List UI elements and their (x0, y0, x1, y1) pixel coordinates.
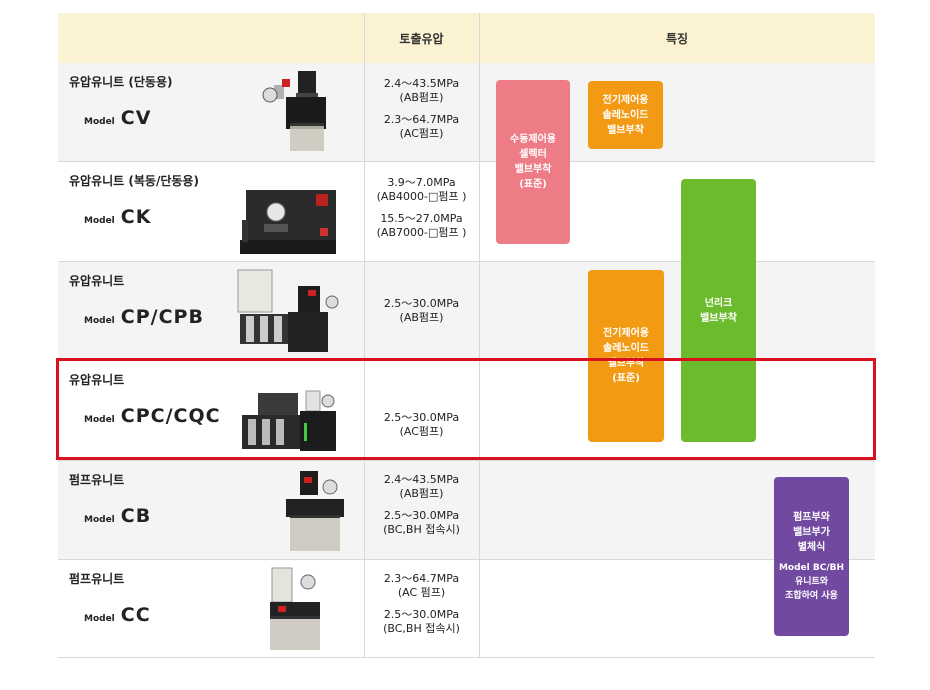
spec-value: 2.4～43.5MPa (383, 473, 460, 486)
feature-text: 펌프부와 (793, 512, 830, 523)
spec-pump: (AB펌프) (399, 487, 444, 500)
spec-pump: (BC,BH 접속시) (383, 523, 460, 536)
spec-pump: (AB4000-□펌프 ) (376, 190, 467, 203)
model-name: CP/CPB (120, 306, 204, 328)
table-row-cb[interactable]: 펌프유니트 Model CB 2.4～43.5MPa(AB펌프) 2.5～30.… (58, 461, 875, 560)
feature-text: (표준) (612, 373, 640, 384)
spec-value: 2.5～30.0MPa (383, 411, 460, 424)
feature-text: 전기제어용 (602, 94, 649, 106)
feature-text: 밸브부가 (793, 527, 830, 538)
model-name: CB (120, 505, 152, 527)
spec-value: 2.5～30.0MPa (383, 608, 460, 621)
model-prefix: Model (84, 415, 115, 425)
feature-subtext-line: 유니트와 (794, 577, 829, 587)
spec-pump: (AB7000-□펌프 ) (376, 226, 467, 239)
row-title: 유압유니트 (단동용) (69, 75, 173, 89)
model-label: Model CPC/CQC (84, 405, 221, 427)
feature-text: 넌리크 (704, 297, 733, 309)
spec-pump: (AC펌프) (399, 425, 444, 438)
row-title: 펌프유니트 (69, 473, 125, 487)
header-features: 특징 (665, 31, 689, 46)
product-image-cp-cpb (237, 269, 339, 352)
feature-text: 전기제어용 (603, 328, 649, 339)
model-label: Model CV (84, 107, 151, 129)
table-row-cv[interactable]: 유압유니트 (단동용) Model CV 2.4～43.5MPa(AB펌프) 2… (58, 63, 875, 162)
product-image-cc (270, 567, 320, 650)
feature-text: 솔레노이드 (602, 109, 649, 121)
product-image-ck (240, 190, 336, 254)
spec-value: 2.3～64.7MPa (383, 113, 460, 126)
feature-text: (표준) (519, 179, 547, 190)
model-name: CK (120, 206, 152, 228)
row-title: 펌프유니트 (69, 572, 125, 586)
feature-text: 밸브부착 (700, 312, 737, 324)
spec-value: 2.5～30.0MPa (383, 509, 460, 522)
feature-subtext-line: Model BC/BH (778, 563, 845, 573)
table-row-cc[interactable]: 펌프유니트 Model CC 2.3～64.7MPa(AC 펌프) 2.5～30… (58, 560, 875, 658)
spec-value: 2.3～64.7MPa (383, 572, 460, 585)
row-title: 유압유니트 (69, 274, 125, 288)
model-label: Model CB (84, 505, 151, 527)
product-image-cv (262, 71, 326, 151)
spec-pump: (AB펌프) (399, 311, 444, 324)
product-image-cb (286, 471, 344, 551)
spec-output-pressure: 2.4～43.5MPa(AB펌프) 2.5～30.0MPa(BC,BH 접속시) (364, 473, 479, 545)
model-prefix: Model (84, 216, 115, 226)
feature-text: 수동제어용 (510, 134, 556, 145)
spec-pump: (AB펌프) (399, 91, 444, 104)
feature-text: 밸브부착 (607, 358, 645, 369)
model-prefix: Model (84, 316, 115, 326)
product-image-cpc-cqc (242, 390, 336, 451)
header-output-pressure: 토출유압 (399, 31, 444, 46)
model-label: Model CP/CPB (84, 306, 204, 328)
column-divider (479, 13, 480, 658)
spec-pump: (BC,BH 접속시) (383, 622, 460, 635)
row-title: 유압유니트 (69, 373, 125, 387)
model-prefix: Model (84, 614, 115, 624)
model-name: CV (120, 107, 152, 129)
model-name: CPC/CQC (120, 405, 221, 427)
row-title: 유압유니트 (복동/단동용) (69, 174, 199, 188)
feature-text: 별체식 (797, 542, 826, 553)
model-label: Model CK (84, 206, 151, 228)
feature-subtext-line: 조합하여 사용 (785, 591, 838, 601)
spec-output-pressure: 2.5～30.0MPa(AB펌프) (364, 297, 479, 333)
spec-value: 15.5～27.0MPa (380, 212, 463, 225)
feature-text: 솔레노이드 (603, 343, 649, 354)
column-divider (364, 13, 365, 658)
feature-text: 밸브부착 (607, 124, 644, 136)
model-name: CC (120, 604, 151, 626)
product-comparison-table: 토출유압 특징 유압유니트 (단동용) Model CV 2.4～43.5MPa… (58, 13, 875, 658)
spec-pump: (AC 펌프) (397, 586, 446, 599)
spec-pump: (AC펌프) (399, 127, 444, 140)
model-label: Model CC (84, 604, 151, 626)
spec-output-pressure: 2.5～30.0MPa(AC펌프) (364, 411, 479, 447)
model-prefix: Model (84, 515, 115, 525)
spec-output-pressure: 3.9～7.0MPa(AB4000-□펌프 ) 15.5～27.0MPa(AB7… (364, 176, 479, 248)
spec-value: 2.4～43.5MPa (383, 77, 460, 90)
feature-text: 밸브부착 (514, 164, 552, 175)
spec-value: 2.5～30.0MPa (383, 297, 460, 310)
feature-text: 셀렉터 (519, 149, 547, 160)
highlight-frame-cpc-cqc (56, 358, 876, 460)
model-prefix: Model (84, 117, 115, 127)
spec-output-pressure: 2.3～64.7MPa(AC 펌프) 2.5～30.0MPa(BC,BH 접속시… (364, 572, 479, 644)
table-header: 토출유압 특징 (58, 13, 875, 63)
spec-value: 3.9～7.0MPa (387, 176, 456, 189)
spec-output-pressure: 2.4～43.5MPa(AB펌프) 2.3～64.7MPa(AC펌프) (364, 77, 479, 149)
